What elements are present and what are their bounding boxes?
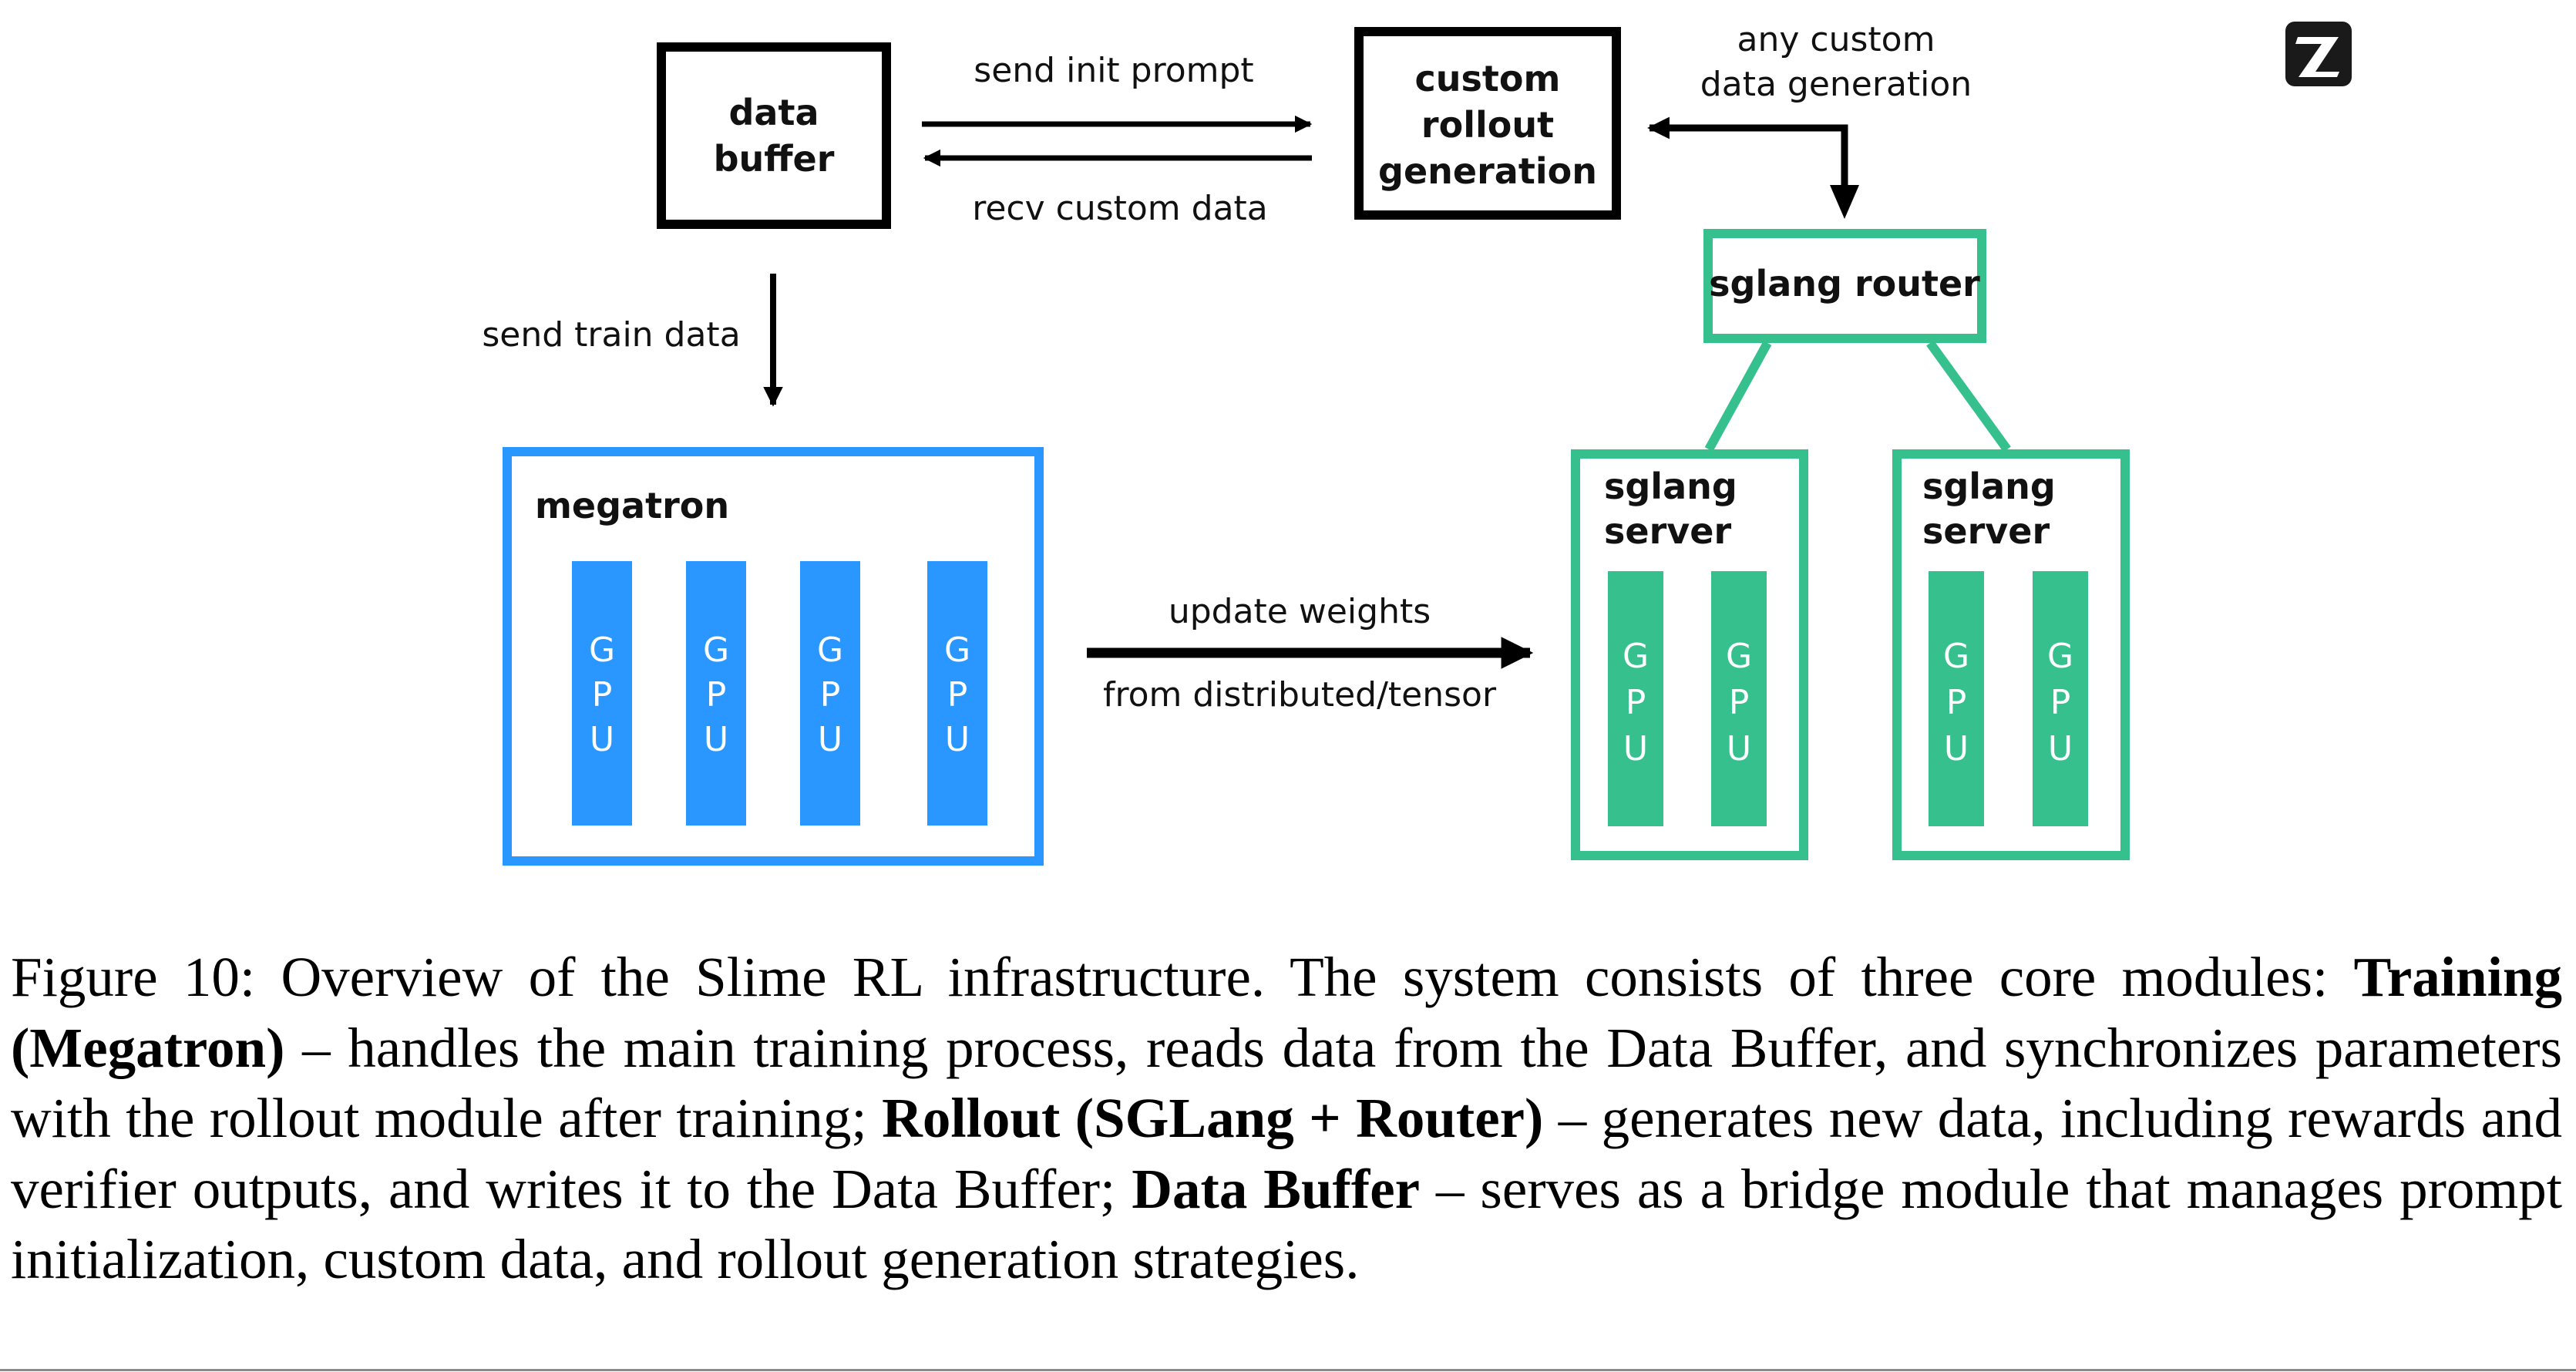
server1-gpu-1: GPU — [1608, 571, 1663, 826]
caption-buffer-bold: Data Buffer — [1132, 1157, 1420, 1220]
data-buffer-node: data buffer — [657, 42, 891, 229]
megatron-gpu-3: GPU — [800, 561, 860, 826]
megatron-label: megatron — [535, 485, 729, 526]
megatron-gpu-2: GPU — [686, 561, 746, 826]
gpu-letter: P — [706, 675, 727, 715]
figure-caption: Figure 10: Overview of the Slime RL infr… — [11, 942, 2562, 1295]
gpu-letter: U — [590, 720, 614, 759]
sglang-router-node: sglang router — [1703, 229, 1986, 343]
edge-recv-custom-data: recv custom data — [923, 149, 1312, 228]
gpu-bar — [572, 561, 632, 826]
gpu-letter: G — [2047, 637, 2073, 676]
gpu-letter: P — [1626, 683, 1646, 722]
router-connector-1 — [1704, 341, 1772, 452]
megatron-gpu-1: GPU — [572, 561, 632, 826]
custom-rollout-label-line2: rollout — [1421, 104, 1554, 146]
gpu-letter: U — [1944, 729, 1969, 768]
gpu-letter: G — [817, 631, 843, 670]
megatron-gpu-4: GPU — [927, 561, 987, 826]
send-train-data-label: send train data — [482, 315, 740, 355]
gpu-letter: U — [945, 720, 970, 759]
gpu-bar — [1711, 571, 1767, 826]
gpu-letter: G — [1726, 637, 1752, 676]
sglang-router-label: sglang router — [1709, 263, 1980, 304]
sglang-server-1-label-line1: sglang — [1604, 466, 1737, 507]
gpu-bar — [1608, 571, 1663, 826]
edge-any-custom-data-generation: any custom data generation — [1647, 20, 1972, 219]
gpu-letter: P — [947, 675, 968, 715]
gpu-letter: P — [1729, 683, 1750, 722]
gpu-letter: U — [2048, 729, 2073, 768]
gpu-letter: G — [944, 631, 970, 670]
gpu-bar — [2033, 571, 2088, 826]
update-weights-label-line2: from distributed/tensor — [1103, 675, 1497, 715]
gpu-bar — [1929, 571, 1984, 826]
gpu-letter: P — [592, 675, 613, 715]
any-custom-label-line1: any custom — [1737, 20, 1935, 59]
gpu-letter: P — [820, 675, 841, 715]
gpu-letter: P — [1946, 683, 1967, 722]
arrow-down-icon — [1830, 185, 1859, 219]
custom-rollout-label-line1: custom — [1415, 58, 1561, 99]
sglang-server-1-label-line2: server — [1604, 510, 1731, 552]
router-connector-2 — [1926, 340, 2011, 452]
server2-gpu-1: GPU — [1929, 571, 1984, 826]
gpu-letter: G — [1623, 637, 1649, 676]
edge-send-train-data: send train data — [482, 274, 783, 407]
caption-prefix: Figure 10: Overview of the Slime RL infr… — [11, 946, 2354, 1008]
architecture-diagram: data buffer send init prompt recv custom… — [482, 20, 2352, 866]
update-weights-label-line1: update weights — [1169, 592, 1431, 631]
custom-rollout-label-line3: generation — [1378, 150, 1597, 192]
gpu-bar — [800, 561, 860, 826]
data-buffer-label-line1: data — [729, 92, 819, 133]
arrow-left-icon — [1647, 116, 1848, 208]
data-buffer-label-line2: buffer — [714, 138, 835, 180]
caption-training-text: – handles the main training process, rea… — [11, 1016, 2562, 1150]
gpu-letter: U — [818, 720, 842, 759]
sglang-server-2-label-line1: sglang — [1922, 466, 2056, 507]
caption-rollout-bold: Rollout (SGLang + Router) — [882, 1087, 1544, 1149]
server1-gpu-2: GPU — [1711, 571, 1767, 826]
sglang-server-2-label-line2: server — [1922, 510, 2050, 552]
custom-rollout-generation-node: custom rollout generation — [1354, 27, 1621, 220]
z-logo-icon — [2285, 22, 2352, 86]
gpu-letter: G — [703, 631, 729, 670]
caption-rollout-text: – generates new data, including rewards … — [11, 1087, 2562, 1220]
gpu-bar — [927, 561, 987, 826]
gpu-letter: G — [1943, 637, 1969, 676]
caption-training-bold: Training (Megatron) — [11, 946, 2562, 1079]
edge-send-init-prompt: send init prompt — [922, 51, 1313, 133]
gpu-letter: P — [2050, 683, 2071, 722]
any-custom-label-line2: data generation — [1700, 65, 1972, 104]
page-bottom-rule — [0, 1369, 2576, 1371]
gpu-letter: U — [1727, 729, 1751, 768]
recv-custom-data-label: recv custom data — [972, 189, 1268, 228]
server2-gpu-2: GPU — [2033, 571, 2088, 826]
send-init-prompt-label: send init prompt — [974, 51, 1253, 90]
gpu-letter: G — [589, 631, 615, 670]
gpu-letter: U — [704, 720, 728, 759]
gpu-letter: U — [1623, 729, 1648, 768]
gpu-bar — [686, 561, 746, 826]
edge-update-weights: update weights from distributed/tensor — [1087, 592, 1534, 715]
caption-buffer-text: – serves as a bridge module that manages… — [11, 1157, 2562, 1291]
